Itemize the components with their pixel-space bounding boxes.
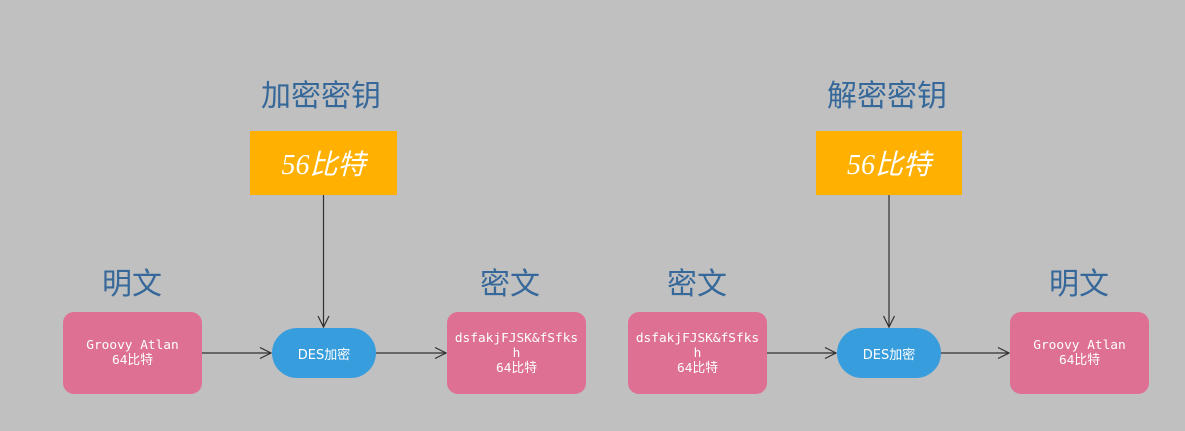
encryption-input-size: 64比特 — [111, 353, 153, 368]
decryption-input-arrow — [767, 346, 838, 360]
decryption-output-content: Groovy Atlan 64比特 — [1017, 338, 1143, 368]
decryption-output-box: Groovy Atlan 64比特 — [1010, 312, 1149, 394]
decryption-input-text: dsfakjFJSK&fSfksh — [635, 330, 760, 361]
encryption-input-text: Groovy Atlan — [86, 338, 179, 353]
decryption-input-box: dsfakjFJSK&fSfksh 64比特 — [628, 312, 767, 394]
encryption-input-label: 明文 — [102, 267, 162, 302]
decryption-key-box: 56比特 — [816, 131, 962, 195]
encryption-output-text: dsfakjFJSK&fSfksh — [454, 330, 579, 361]
decryption-output-label: 明文 — [1049, 267, 1109, 302]
encryption-output-label: 密文 — [480, 267, 540, 302]
encryption-key-title: 加密密钥 — [261, 79, 381, 114]
decryption-output-arrow — [941, 346, 1011, 360]
decryption-input-content: dsfakjFJSK&fSfksh 64比特 — [635, 331, 761, 376]
decryption-output-size: 64比特 — [1058, 353, 1100, 368]
encryption-process-node: DES加密 — [272, 328, 376, 378]
encryption-input-content: Groovy Atlan 64比特 — [70, 338, 196, 368]
decryption-key-arrow — [882, 195, 896, 329]
decryption-key-title: 解密密钥 — [827, 79, 947, 114]
decryption-input-label: 密文 — [667, 267, 727, 302]
encryption-output-arrow — [376, 346, 448, 360]
decryption-output-text: Groovy Atlan — [1033, 338, 1126, 353]
decryption-input-size: 64比特 — [676, 360, 718, 376]
encryption-key-box: 56比特 — [250, 131, 397, 195]
encryption-output-box: dsfakjFJSK&fSfksh 64比特 — [447, 312, 586, 394]
encryption-input-box: Groovy Atlan 64比特 — [63, 312, 202, 394]
decryption-process-node: DES加密 — [837, 328, 941, 378]
encryption-output-content: dsfakjFJSK&fSfksh 64比特 — [454, 331, 580, 376]
encryption-output-size: 64比特 — [495, 360, 537, 376]
encryption-input-arrow — [202, 346, 273, 360]
encryption-key-arrow — [317, 195, 330, 329]
